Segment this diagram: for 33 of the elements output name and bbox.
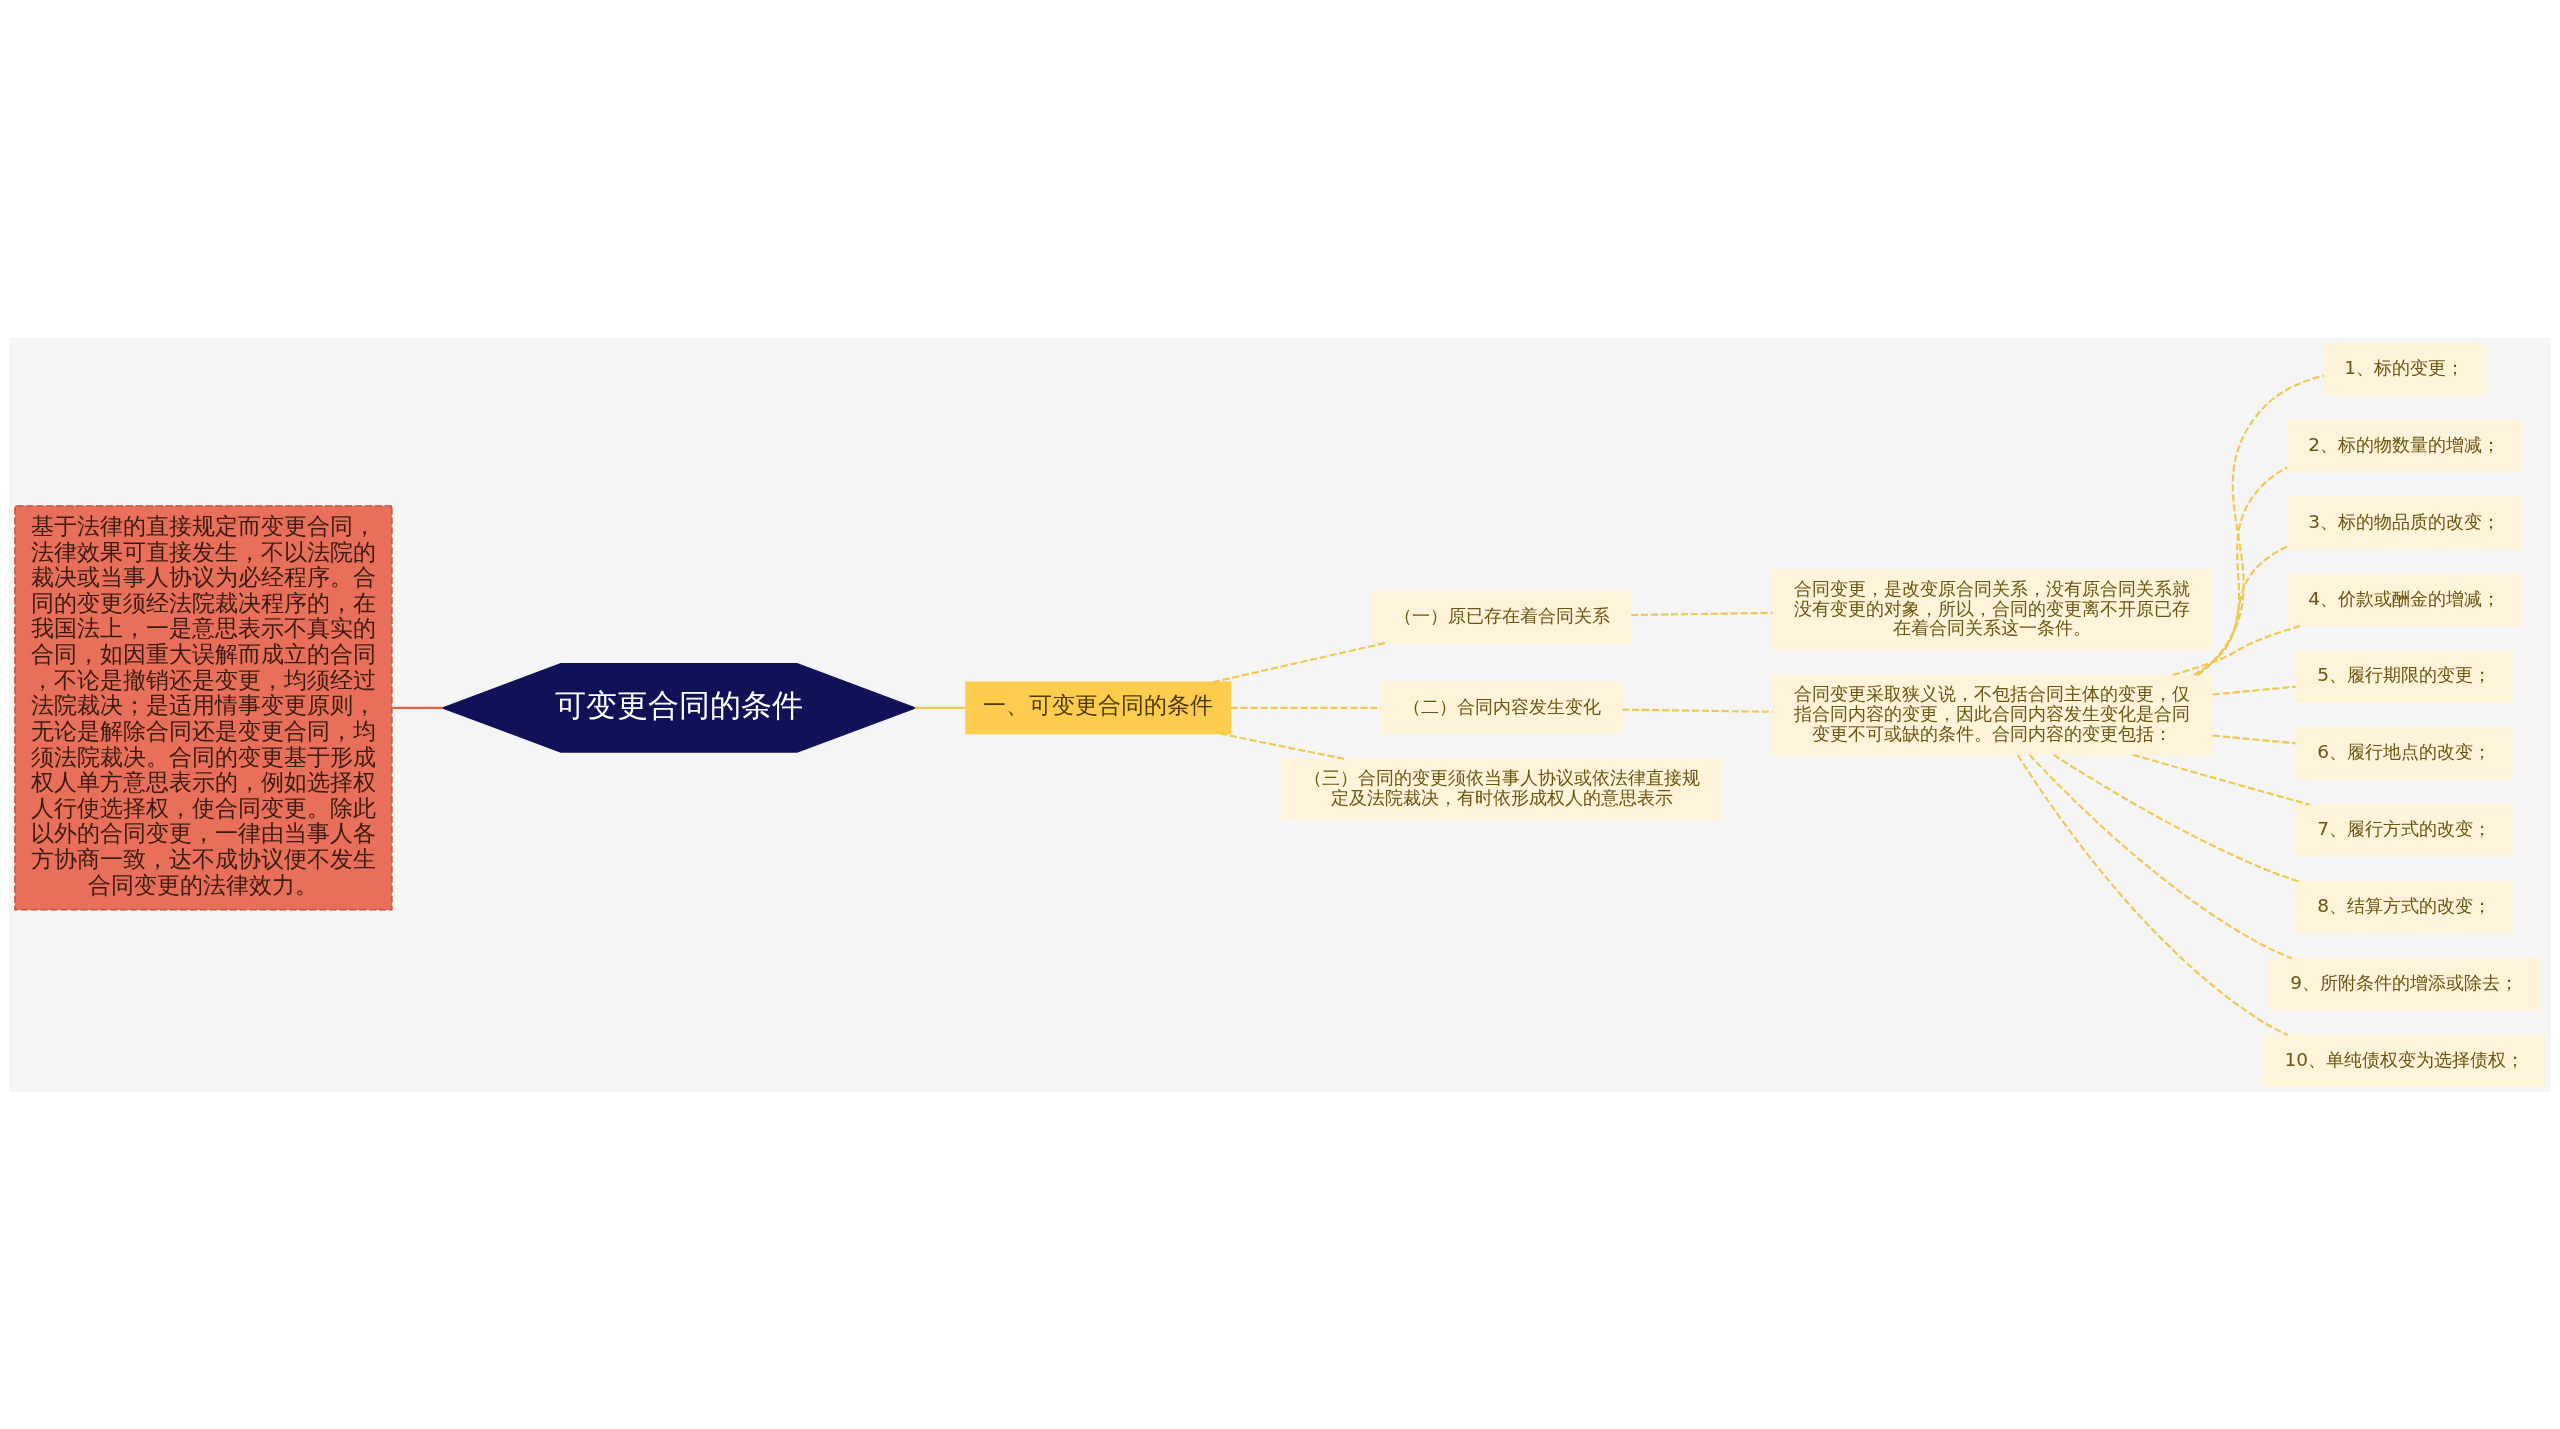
node-box: 10、单纯债权变为选择债权； [2262, 1033, 2546, 1087]
connector [2197, 374, 2324, 676]
node-box: 8、结算方式的改变； [2295, 880, 2514, 933]
connector [1230, 706, 1381, 709]
node-box: （二）合同内容发生变化 [1380, 681, 1623, 734]
connector [2132, 753, 2310, 806]
node-box: 4、价款或酬金的增减； [2286, 572, 2522, 626]
node-box: 5、履行期限的变更； [2295, 649, 2514, 703]
node-box: 3、标的物品质的改变； [2286, 496, 2522, 549]
connector [2193, 544, 2288, 676]
connector [2028, 753, 2293, 959]
node-box: 基于法律的直接规定而变更合同，法律效果可直接发生，不以法院的裁决或当事人协议为必经程序。合同的变更须经法院裁决程序的，在我国法上，一是意思表示不真实的合同，如因重大误解而成立的合同，不论是撤销还是变更，均须经过法院裁决；是适用情事变更原则，无论是解除合同还是变更合同，均须法院裁决。合同的变更基于形成权人单方意思表示的，例如选择权人行使选择权，使合同变更。除此以外的合同变更，一律由当事人各方协商一致，达不成协议便不发生合同变更的法律效力。 [14, 504, 393, 911]
connector [2016, 754, 2289, 1036]
node-box: （一）原已存在着合同关系 [1371, 590, 1632, 643]
connector [914, 706, 966, 709]
connector [392, 706, 443, 709]
connector [2172, 623, 2302, 676]
node-box: 合同变更采取狭义说，不包括合同主体的变更，仅指合同内容的变更，因此合同内容发生变化是合同变更不可或缺的条件。合同内容的变更包括： [1771, 673, 2213, 756]
node-box: 6、履行地点的改变； [2295, 726, 2514, 780]
node-box: 7、履行方式的改变； [2295, 803, 2514, 857]
connector [1219, 732, 1346, 760]
node-box: 9、所附条件的增添或除去； [2268, 957, 2541, 1010]
connector [1212, 640, 1388, 683]
node-box: 2、标的物数量的增减； [2286, 419, 2522, 472]
connector [1631, 611, 1773, 616]
connector [2053, 753, 2299, 882]
node-box: 一、可变更合同的条件 [965, 681, 1232, 734]
connector [2196, 465, 2288, 676]
connector [2212, 685, 2296, 695]
node-box: （三）合同的变更须依当事人协议或依法律直接规定及法院裁决，有时依形成权人的意思表示 [1281, 757, 1723, 820]
connector [2212, 734, 2296, 744]
node-box: 1、标的变更； [2323, 342, 2486, 396]
node-box: 合同变更，是改变原合同关系，没有原合同关系就没有变更的对象，所以，合同的变更离不开原已存在着合同关系这一条件。 [1771, 568, 2213, 650]
